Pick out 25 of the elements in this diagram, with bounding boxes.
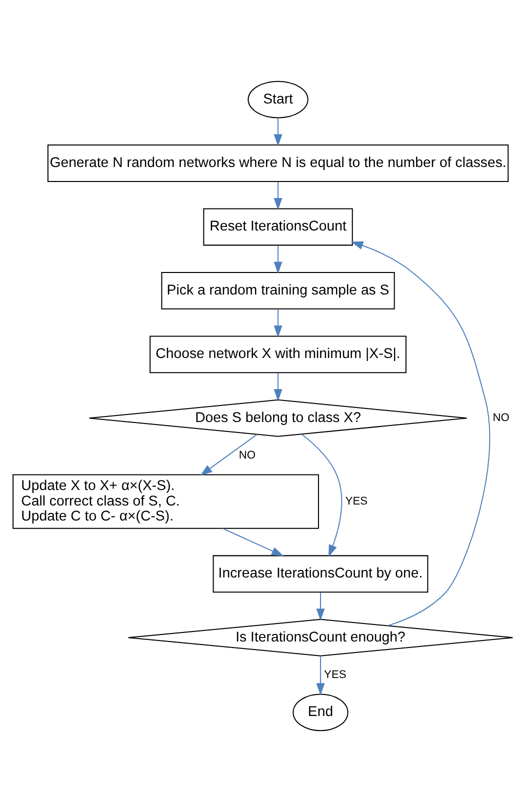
node-box: Increase IterationsCount by one.: [212, 555, 428, 593]
node-diamond: Is IterationsCount enough?: [127, 618, 513, 656]
node-box: Update X to X+ α×(X-S). Call correct class of S, C. Update C to C- α×(C-S).: [12, 474, 318, 529]
node-diamond: Does S belong to class X?: [88, 399, 467, 437]
arrow: [222, 528, 284, 556]
arrow: [350, 241, 490, 626]
arrow: [200, 434, 257, 476]
node-box: Reset IterationsCount: [202, 208, 352, 246]
node-box: Choose network X with minimum |X-S|.: [149, 336, 406, 374]
node-box: Pick a random training sample as S: [160, 272, 394, 310]
arrow: [273, 309, 282, 338]
edge-label: NO: [492, 412, 509, 424]
edge-label: YES: [344, 495, 368, 508]
node-ellipse: End: [292, 694, 348, 732]
arrow: [316, 592, 324, 621]
arrow: [273, 118, 282, 146]
arrow: [316, 656, 324, 696]
node-ellipse: Start: [247, 80, 308, 118]
arrow: [273, 372, 282, 402]
arrow: [273, 246, 282, 274]
arrow: [273, 182, 282, 210]
arrow: [300, 434, 342, 557]
edge-label: NO: [238, 449, 256, 462]
node-box: Generate N random networks where N is equal to the number of classes.: [46, 144, 508, 182]
edge-label: YES: [324, 668, 346, 681]
